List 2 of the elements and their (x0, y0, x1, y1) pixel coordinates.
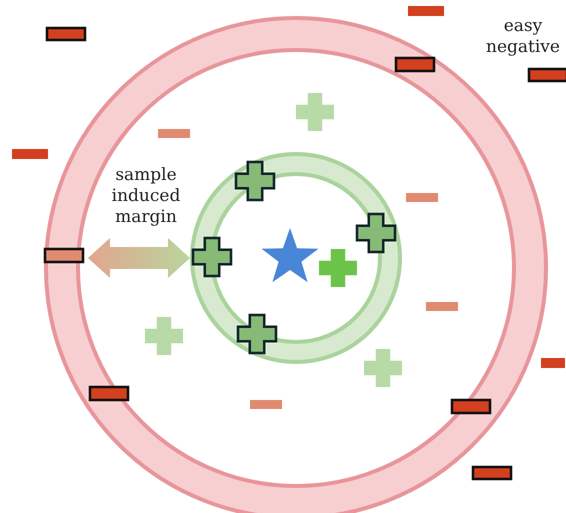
annotation-text: easy negative (485, 16, 561, 58)
annotation-text: sample induced margin (110, 165, 182, 228)
